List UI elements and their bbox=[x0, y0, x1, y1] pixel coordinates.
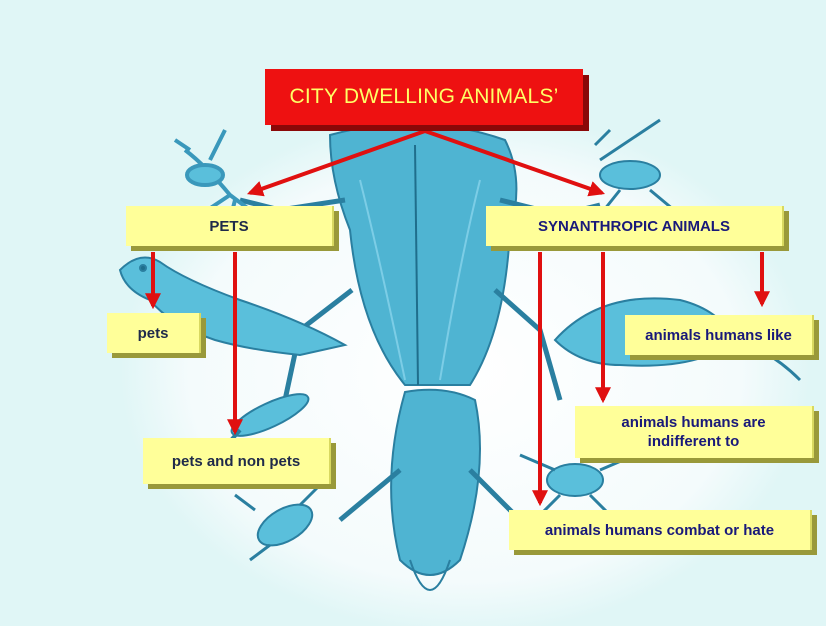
synanthropic-heading-box: SYNANTHROPIC ANIMALS bbox=[486, 206, 784, 246]
pets-item-box: pets bbox=[107, 313, 201, 353]
diagram-title: CITY DWELLING ANIMALS’ bbox=[265, 69, 583, 125]
animals-humans-like-box: animals humans like bbox=[625, 315, 814, 355]
animals-humans-indifferent-box: animals humans are indifferent to bbox=[575, 406, 814, 458]
animals-humans-combat-box: animals humans combat or hate bbox=[509, 510, 812, 550]
pets-heading-box: PETS bbox=[126, 206, 334, 246]
pets-and-non-pets-box: pets and non pets bbox=[143, 438, 331, 484]
